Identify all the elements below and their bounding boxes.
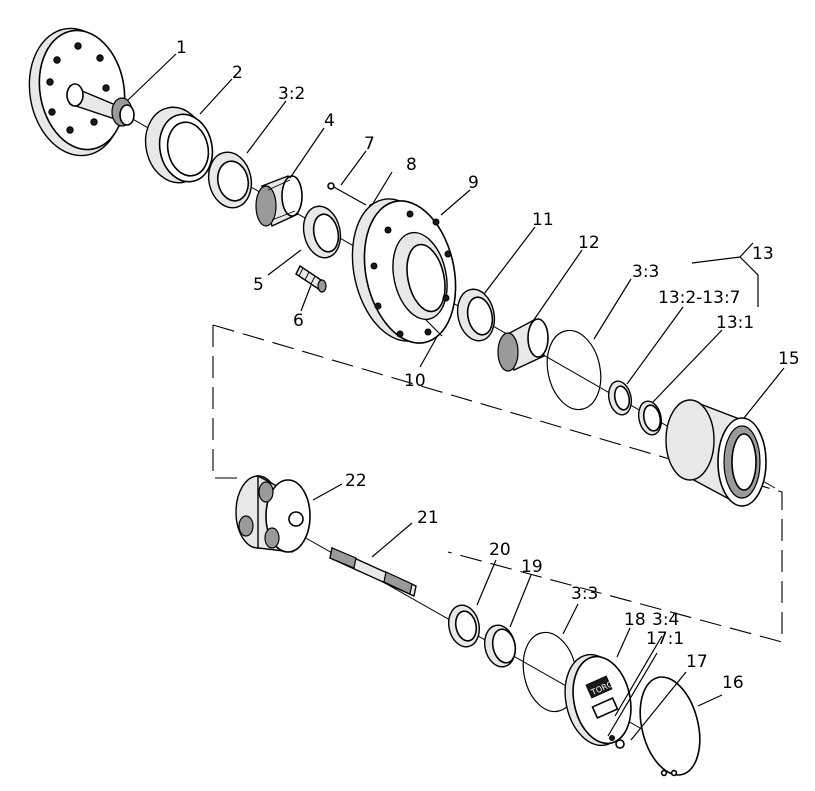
callout-17-1: 17:1 [646, 629, 684, 649]
part-6-wheel-stud [295, 264, 327, 293]
leader-lines [127, 53, 785, 741]
part-20-thrust-washer [447, 604, 481, 648]
part-10-pin [425, 319, 443, 337]
callout-9: 9 [468, 173, 479, 193]
part-13-1-retaining-ring [637, 400, 663, 436]
part-12-bearing-cone [497, 318, 549, 372]
callout-3-2: 3:2 [278, 84, 305, 104]
part-15-ring-gear-housing [665, 398, 767, 508]
callout-13-1: 13:1 [716, 313, 754, 333]
callout-1: 1 [176, 38, 187, 58]
part-2-seal-ring [144, 106, 214, 184]
callout-22: 22 [345, 471, 367, 491]
callout-15: 15 [778, 349, 800, 369]
callout-labels: 1 2 3:2 4 7 8 9 11 12 13 3:3 13:2-13:7 1… [176, 38, 800, 693]
callout-5: 5 [253, 275, 264, 295]
callout-17: 17 [686, 652, 708, 672]
part-16-retaining-ring [639, 676, 701, 777]
callout-20: 20 [489, 540, 511, 560]
callout-11: 11 [532, 210, 554, 230]
callout-16: 16 [722, 673, 744, 693]
part-1-flange-shaft [28, 27, 135, 157]
part-22-planet-carrier [235, 474, 311, 553]
phantom-connection-line [212, 324, 783, 643]
callout-21: 21 [417, 508, 439, 528]
callout-3-4: 3:4 [652, 610, 679, 630]
part-19-spacer [483, 624, 517, 668]
part-18-cover: TORO [564, 653, 632, 747]
callout-2: 2 [232, 63, 243, 83]
callout-8: 8 [406, 155, 417, 175]
part-21-input-shaft [329, 546, 417, 598]
part-13-2-13-7-shim-pack [607, 380, 633, 416]
callout-4: 4 [324, 111, 335, 131]
part-3-2-washer [207, 151, 253, 209]
part-3-3-o-ring-upper [546, 329, 602, 411]
callout-6: 6 [293, 311, 304, 331]
callout-3-3-upper: 3:3 [632, 262, 659, 282]
part-11-bearing-cup [456, 288, 496, 342]
callout-3-3-lower: 3:3 [571, 584, 598, 604]
callout-13-2-13-7: 13:2-13:7 [658, 288, 741, 308]
part-5-bearing-cup [302, 205, 342, 259]
callout-10: 10 [404, 371, 426, 391]
part-4-bearing-cone [255, 175, 303, 227]
callout-7: 7 [364, 134, 375, 154]
part-17-fastener [609, 735, 625, 749]
part-7-bolt [327, 182, 367, 206]
callout-12: 12 [578, 233, 600, 253]
callout-13: 13 [752, 244, 774, 264]
callout-18: 18 [624, 610, 646, 630]
callout-19: 19 [521, 557, 543, 577]
part-9-wheel-hub [351, 198, 457, 344]
